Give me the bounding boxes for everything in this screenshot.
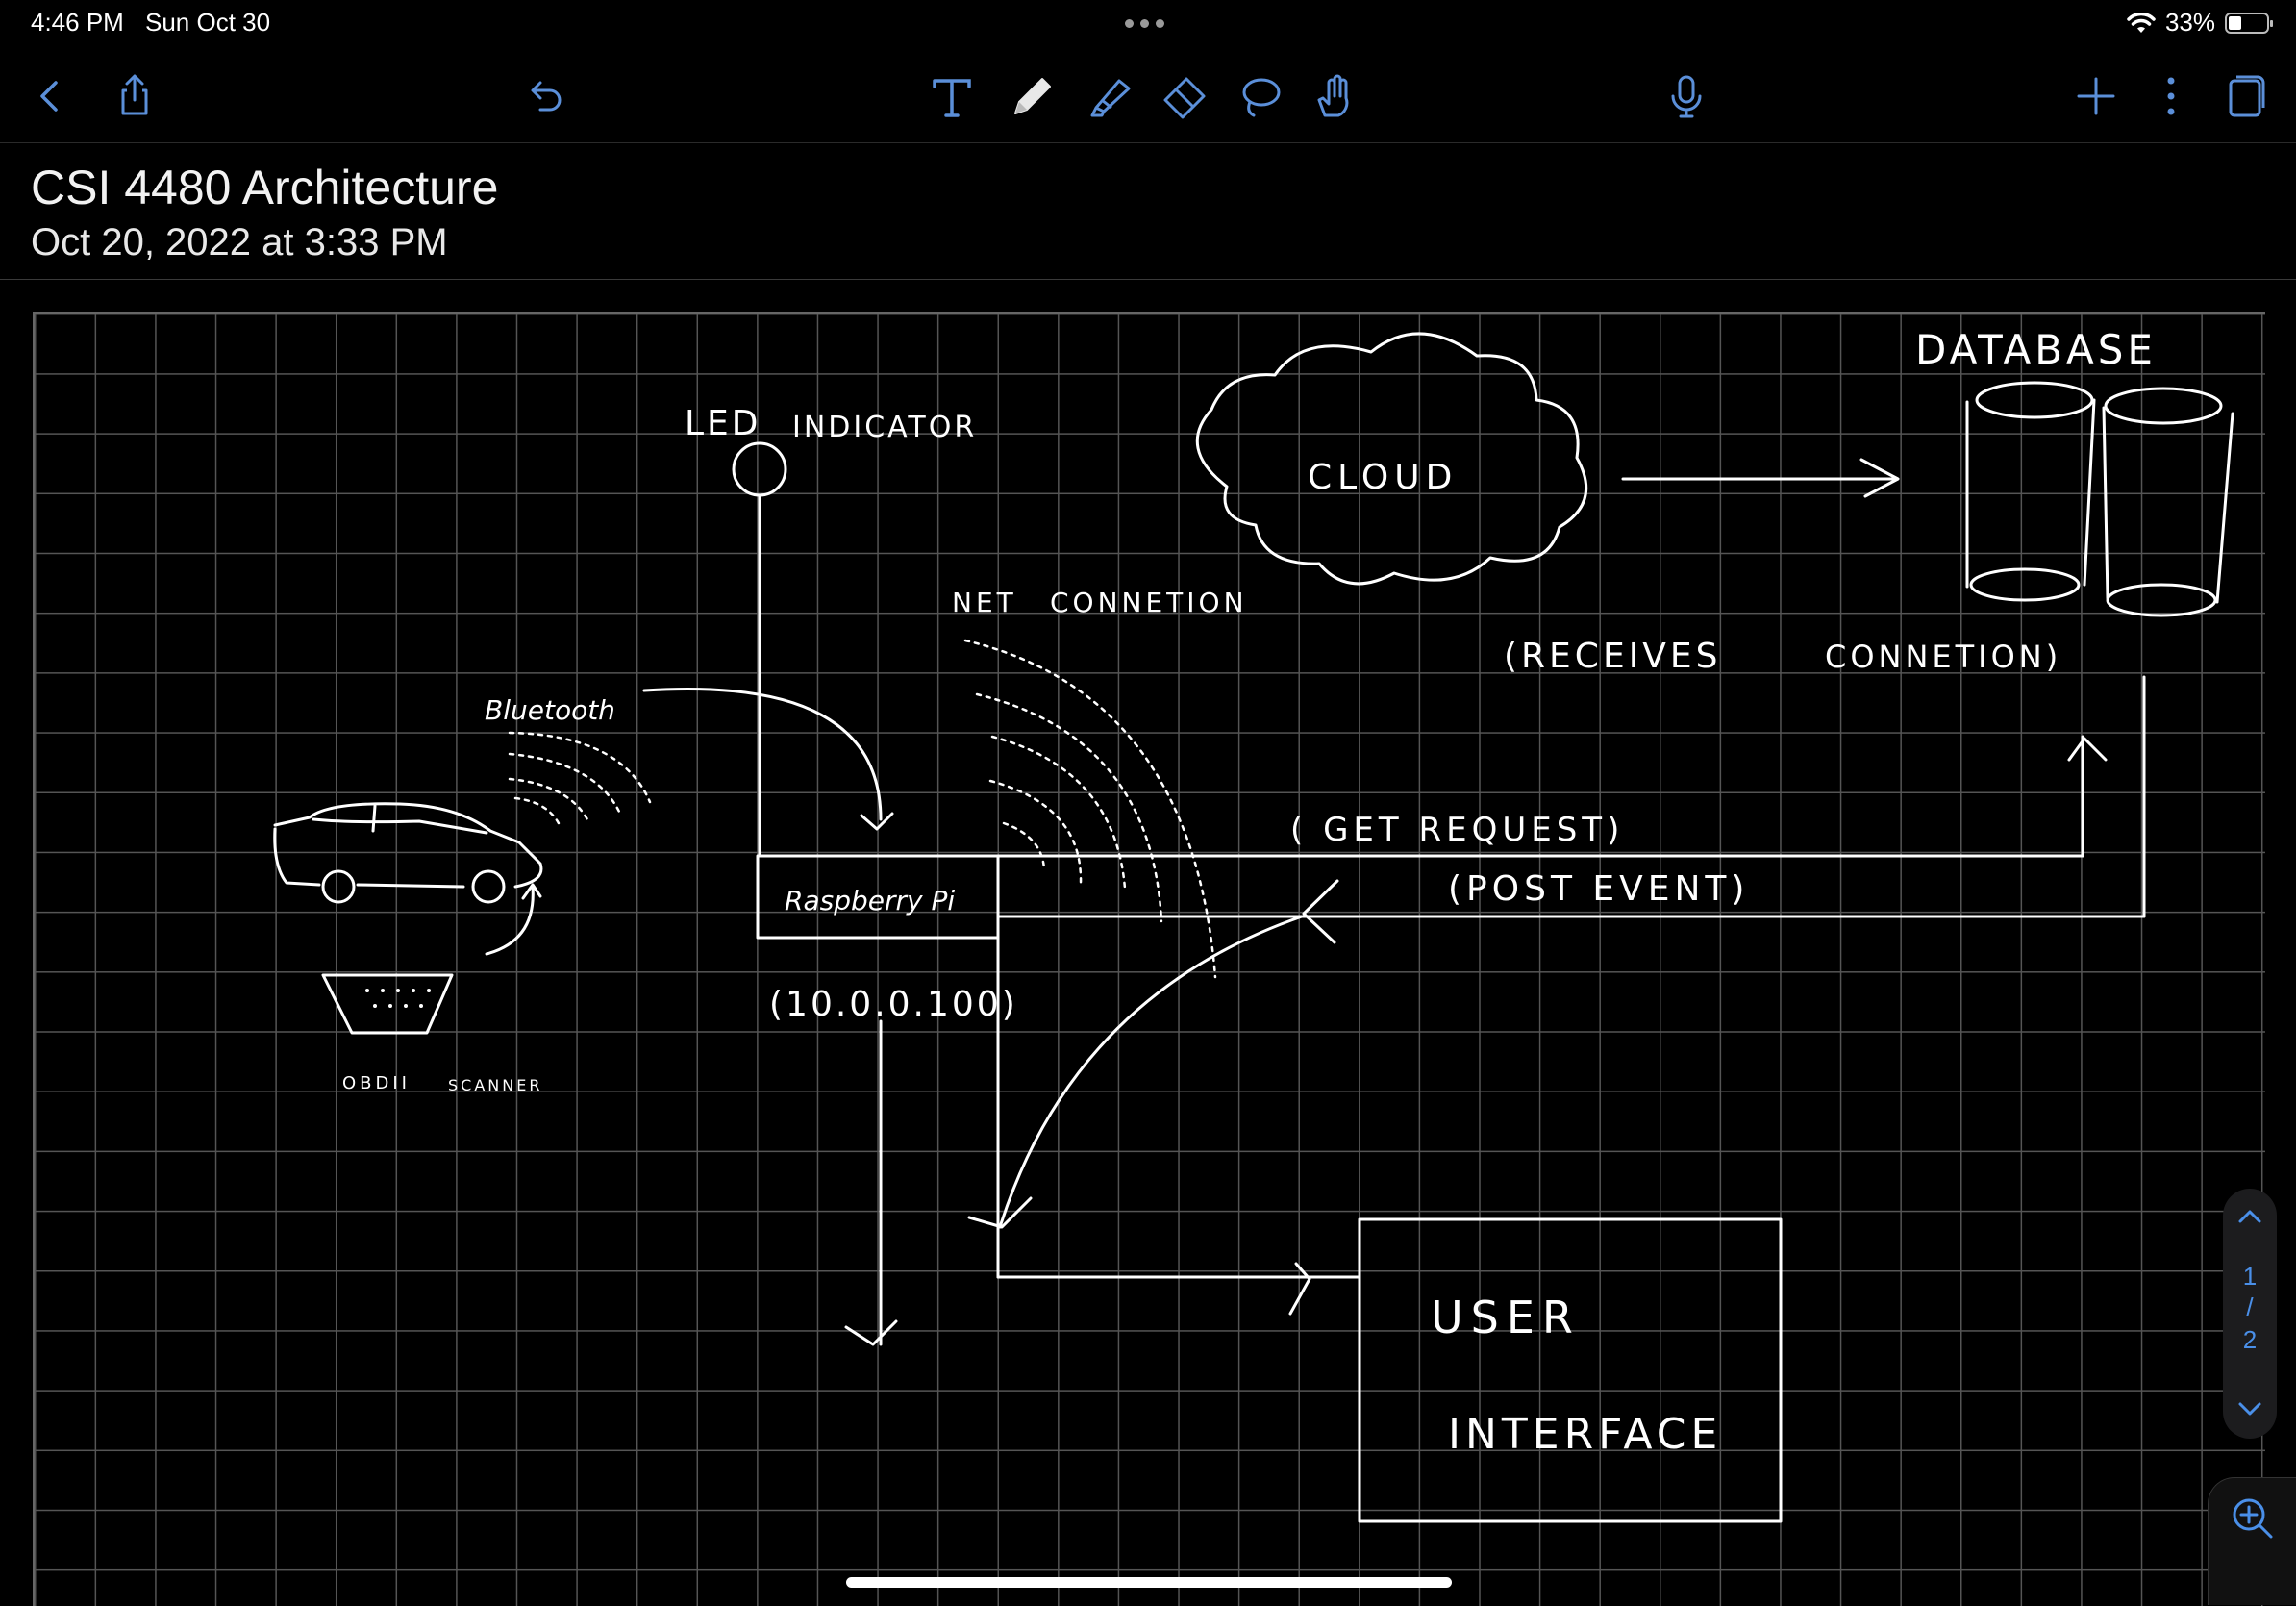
page-down-icon[interactable] xyxy=(2236,1400,2263,1419)
zoom-button[interactable] xyxy=(2208,1477,2296,1605)
wifi-icon xyxy=(2127,12,2156,33)
interface-label: INTERFACE xyxy=(1448,1410,1722,1459)
cloud-label: CLOUD xyxy=(1308,458,1458,497)
get-request-arrowhead xyxy=(2067,737,2108,762)
post-event-arrowhead-top xyxy=(1302,879,1339,944)
pi-down-arrowhead xyxy=(844,1319,898,1346)
home-indicator[interactable] xyxy=(846,1577,1452,1588)
more-icon xyxy=(2167,77,2175,115)
raspberry-pi-label: Raspberry Pi xyxy=(785,885,955,916)
connetion-label: CONNETION xyxy=(1050,587,1248,618)
eraser-tool-button[interactable] xyxy=(1156,67,1213,125)
share-button[interactable] xyxy=(106,67,163,125)
highlighter-tool-button[interactable] xyxy=(1081,67,1138,125)
bluetooth-arrow xyxy=(642,687,883,821)
multitasking-dots[interactable] xyxy=(1125,10,1173,37)
add-icon xyxy=(2077,77,2115,115)
note-title[interactable]: CSI 4480 Architecture xyxy=(31,161,499,214)
bluetooth-label: Bluetooth xyxy=(485,694,615,726)
undo-button[interactable] xyxy=(515,67,573,125)
car-sketch xyxy=(273,802,543,956)
ip-address-label: (10.0.0.100) xyxy=(769,985,1018,1024)
receives-label: (RECEIVES xyxy=(1504,637,1722,676)
text-tool-button[interactable] xyxy=(923,67,981,125)
ui-connector-arrowhead xyxy=(1288,1262,1311,1316)
scanner-label: SCANNER xyxy=(448,1076,542,1094)
net-connection-waves xyxy=(963,639,1217,979)
user-interface-box xyxy=(1358,1217,1783,1523)
net-label: NET xyxy=(952,587,1017,618)
cloud-shape xyxy=(1195,332,1588,586)
bluetooth-waves xyxy=(508,731,652,827)
user-label: USER xyxy=(1431,1292,1581,1343)
pages-icon xyxy=(2229,75,2265,117)
microphone-button[interactable] xyxy=(1658,67,1715,125)
receives-connetion-label: CONNETION) xyxy=(1825,639,2061,675)
text-tool-icon xyxy=(933,79,971,117)
battery-percent: 33% xyxy=(2164,8,2215,37)
obd-scanner-pins xyxy=(365,989,431,1008)
pages-button[interactable] xyxy=(2217,67,2275,125)
get-request-label: ( GET REQUEST) xyxy=(1290,811,1624,849)
led-indicator-circle xyxy=(732,441,787,497)
note-canvas[interactable]: LED INDICATOR Raspberry Pi (10.0.0.100) … xyxy=(33,312,2265,1606)
obd-label: OBDII xyxy=(342,1073,411,1093)
back-button[interactable] xyxy=(21,67,79,125)
status-date: Sun Oct 30 xyxy=(145,8,271,37)
current-page: 1 xyxy=(2242,1262,2258,1291)
page-separator: / xyxy=(2246,1292,2254,1321)
indicator-label: INDICATOR xyxy=(792,411,977,444)
eraser-tool-icon xyxy=(1163,77,1206,119)
zoom-in-icon xyxy=(2233,1498,2273,1539)
post-event-curve xyxy=(998,915,1304,1229)
bluetooth-arrowhead xyxy=(860,812,894,831)
page-up-icon[interactable] xyxy=(2236,1206,2263,1225)
database-cylinders xyxy=(1965,381,2234,617)
lasso-tool-button[interactable] xyxy=(1231,67,1288,125)
hand-touch-button[interactable] xyxy=(1306,67,1363,125)
status-bar: 4:46 PM Sun Oct 30 33% xyxy=(0,0,2296,46)
pen-tool-button[interactable] xyxy=(1004,67,1061,125)
lasso-tool-icon xyxy=(1242,78,1281,117)
status-time: 4:46 PM xyxy=(31,8,124,37)
database-label: DATABASE xyxy=(1915,326,2157,373)
pen-tool-icon xyxy=(1014,78,1051,114)
note-date: Oct 20, 2022 at 3:33 PM xyxy=(31,221,448,263)
microphone-icon xyxy=(1671,75,1702,118)
add-button[interactable] xyxy=(2067,67,2125,125)
note-header: CSI 4480 Architecture Oct 20, 2022 at 3:… xyxy=(0,142,2296,280)
cloud-to-db-arrowhead xyxy=(1859,458,1900,498)
total-pages: 2 xyxy=(2242,1325,2258,1354)
highlighter-tool-icon xyxy=(1090,79,1131,117)
hand-touch-icon xyxy=(1317,74,1349,117)
undo-icon xyxy=(531,81,562,112)
handwritten-diagram: LED INDICATOR Raspberry Pi (10.0.0.100) … xyxy=(273,326,2234,1523)
back-icon xyxy=(40,81,58,112)
more-button[interactable] xyxy=(2142,67,2200,125)
post-event-arrowhead-bottom xyxy=(967,1196,1033,1229)
status-indicators: 33% xyxy=(2127,8,2273,38)
share-icon xyxy=(121,74,148,115)
toolbar xyxy=(0,50,2296,143)
raspberry-pi-box xyxy=(756,854,1000,940)
page-navigator: 1 / 2 xyxy=(2223,1189,2277,1439)
led-label: LED xyxy=(685,404,761,443)
obd-scanner-shape xyxy=(321,973,454,1035)
post-event-label: (POST EVENT) xyxy=(1448,869,1749,909)
battery-icon xyxy=(2225,12,2273,34)
